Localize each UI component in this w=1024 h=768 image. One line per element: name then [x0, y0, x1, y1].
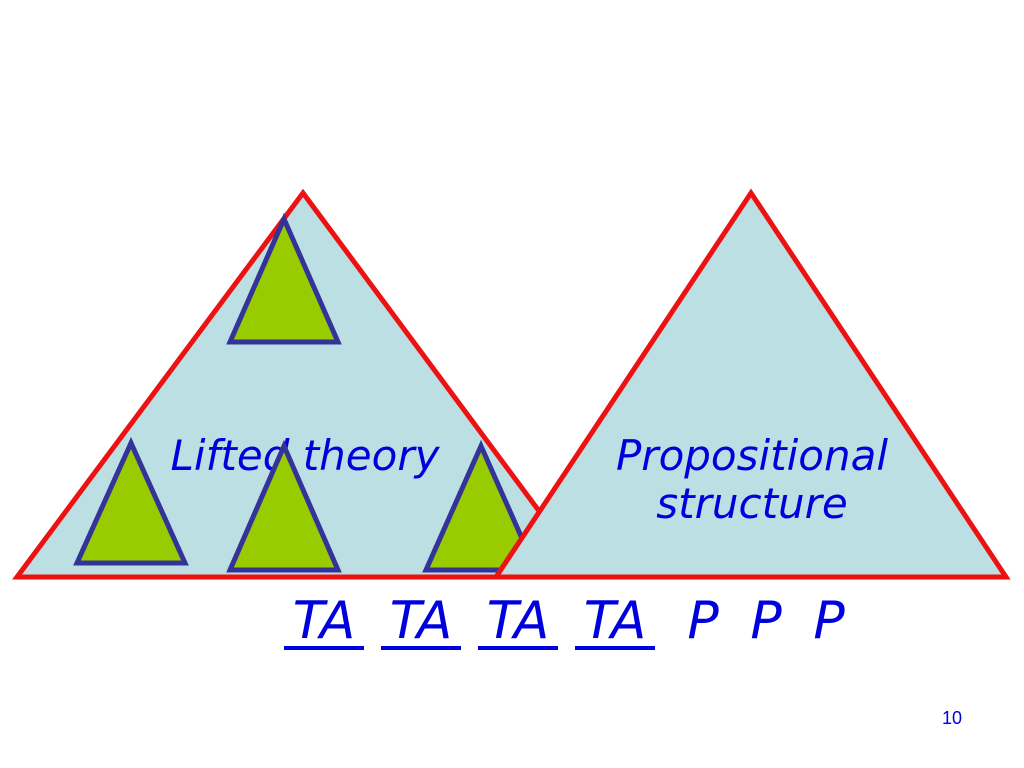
ta-label-group: TA TA TA TA [284, 591, 655, 651]
sub-triangle-3 [422, 439, 540, 573]
propositional-label-line1: Propositional [616, 431, 888, 480]
sub-triangle-top [226, 212, 342, 345]
propositional-structure-triangle [491, 188, 1011, 580]
page-number: 10 [942, 708, 962, 728]
p-label: P [813, 591, 845, 651]
sub-triangle-1 [73, 436, 189, 566]
p-label: P [750, 591, 782, 651]
ta-label: TA [487, 591, 550, 651]
lifted-theory-triangle [12, 188, 593, 580]
ta-label: TA [293, 591, 356, 651]
p-label: P [687, 591, 719, 651]
sub-triangle-2 [226, 439, 342, 573]
lifted-theory-label: Lifted theory [171, 431, 441, 480]
propositional-label-line2: structure [656, 479, 848, 528]
ta-label: TA [390, 591, 453, 651]
p-label-group: P P P [687, 591, 845, 651]
ta-label: TA [584, 591, 647, 651]
